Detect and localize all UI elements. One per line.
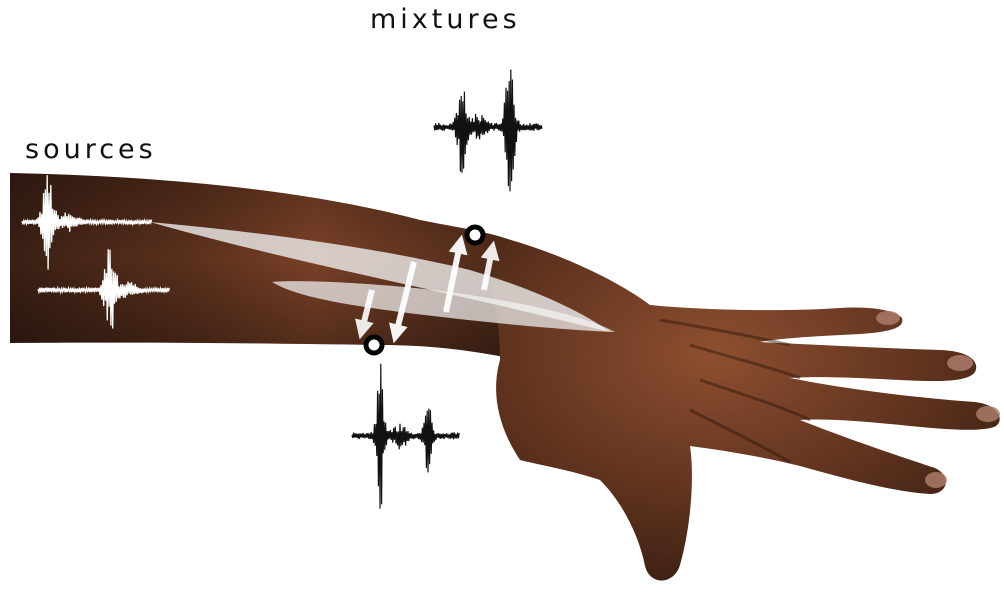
mixtures-label: mixtures xyxy=(370,4,521,35)
hand xyxy=(480,232,1000,581)
electrode-ring-icon xyxy=(467,227,483,243)
fingernail xyxy=(876,311,900,325)
mixture-signal-bottom xyxy=(352,364,459,509)
sources-label: sources xyxy=(25,134,157,165)
fingernail xyxy=(947,355,973,371)
electrode-ring-icon xyxy=(366,337,382,353)
mixture-signal-top xyxy=(434,70,542,192)
fingernail xyxy=(976,406,1000,422)
fingernail xyxy=(925,472,947,488)
